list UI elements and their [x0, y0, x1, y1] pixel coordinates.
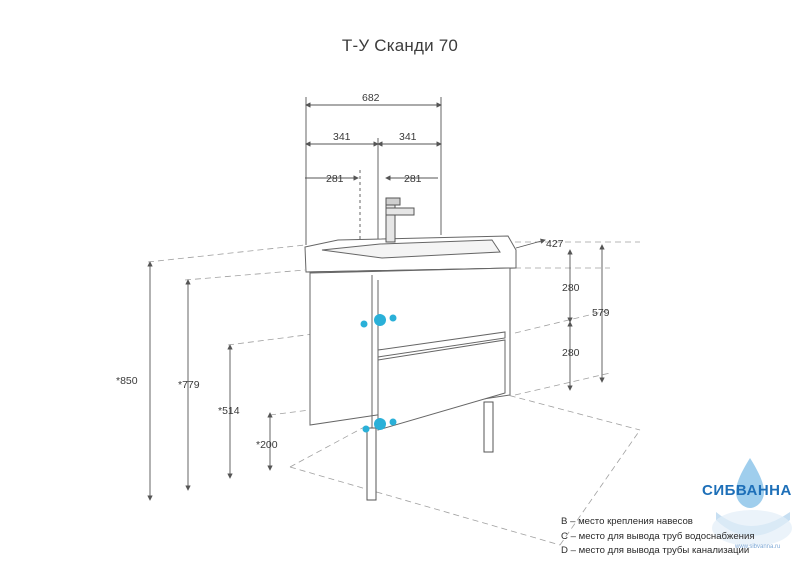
logo-name: СИБВАННА	[702, 482, 792, 499]
dimension-labels: 682 341 341 281 281 427 280 280 579 *850…	[116, 92, 610, 451]
vanity-cabinet	[309, 267, 511, 431]
dim-341-right: 341	[399, 131, 417, 143]
marker-b-right-bottom	[389, 418, 397, 426]
dim-281-right: 281	[404, 173, 422, 185]
connection-markers	[360, 314, 397, 433]
dim-682: 682	[362, 92, 380, 104]
page-title: Т-У Сканди 70	[341, 36, 459, 55]
faucet-icon	[385, 197, 415, 243]
legend-b: B – место крепления навесов	[561, 516, 693, 527]
sibvanna-logo: СИБВАННА www.sibvanna.ru	[702, 458, 792, 550]
legend-c: C – место для вывода труб водоснабжения	[561, 530, 755, 542]
water-drop-icon	[736, 458, 764, 508]
dim-280-top: 280	[562, 282, 580, 294]
marker-b-right-top	[389, 314, 397, 322]
perspective-guides	[147, 241, 641, 546]
right-height-dimensions	[515, 238, 605, 391]
marker-b-left-top	[360, 320, 368, 328]
logo-url: www.sibvanna.ru	[734, 544, 780, 550]
dim-779: *779	[178, 379, 200, 391]
dim-341-left: 341	[333, 131, 351, 143]
dim-514: *514	[218, 405, 240, 417]
marker-d-bottom	[374, 418, 386, 430]
legend: B – место крепления навесов C – место дл…	[561, 515, 755, 559]
top-width-dimensions	[305, 97, 442, 255]
dim-281-left: 281	[326, 173, 344, 185]
dim-579: 579	[592, 307, 610, 319]
dim-280-bottom: 280	[562, 347, 580, 359]
dim-850: *850	[116, 375, 138, 387]
dim-427: 427	[546, 238, 564, 250]
left-height-dimensions	[147, 261, 273, 501]
marker-c-top	[374, 314, 386, 326]
legend-d: D – место для вывода трубы канализации	[561, 545, 750, 556]
cabinet-legs	[366, 401, 494, 501]
dim-200: *200	[256, 439, 278, 451]
washbasin	[304, 235, 517, 273]
marker-b-left-bottom	[362, 425, 370, 433]
